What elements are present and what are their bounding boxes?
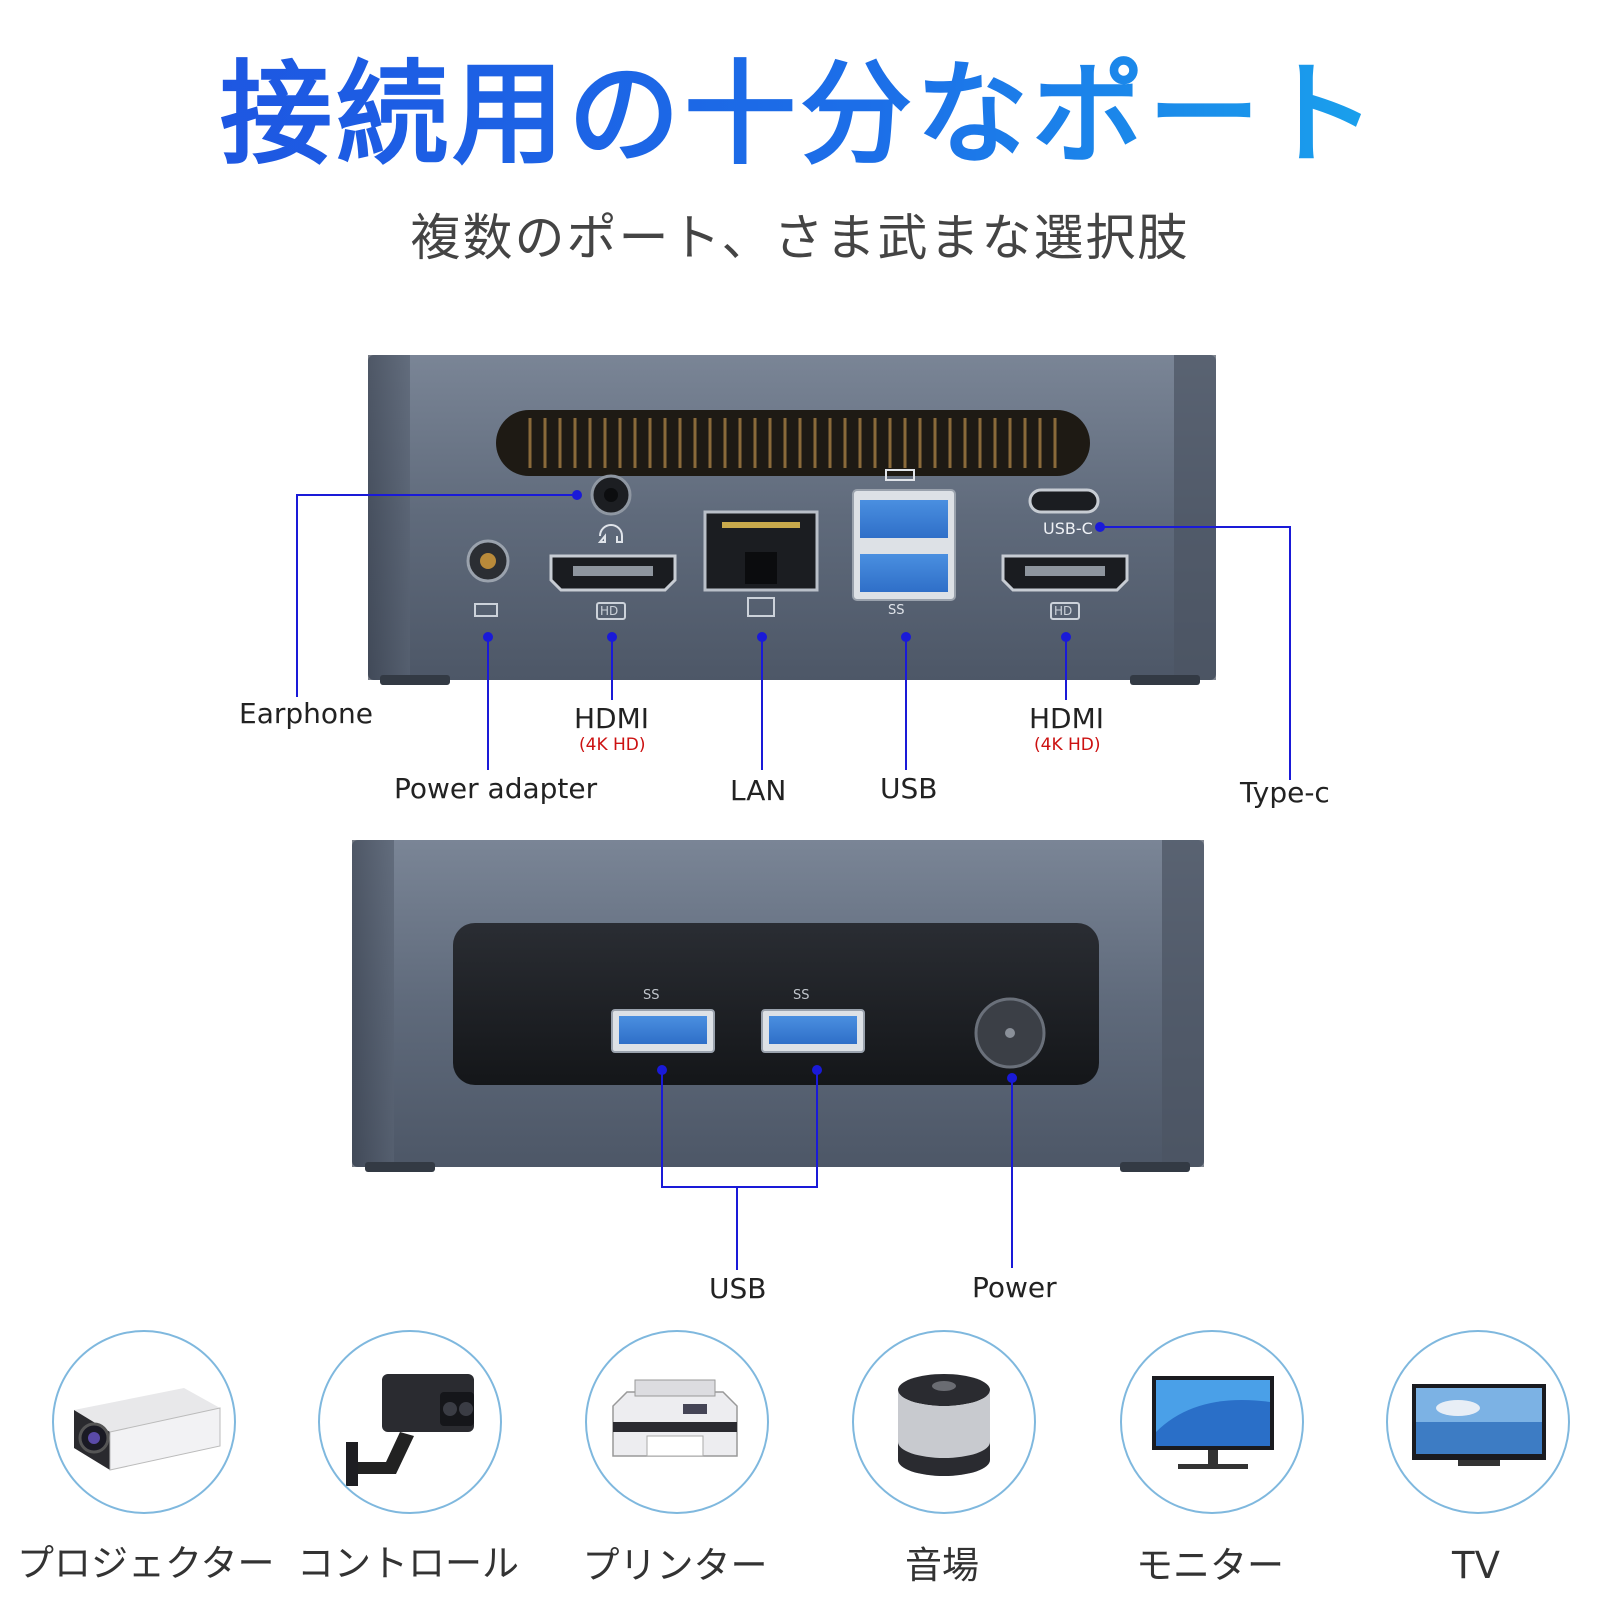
page-subtitle: 複数のポート、さま武まな選択肢 [410, 209, 1190, 267]
ss-front-right-marking: SS [793, 988, 810, 1003]
usb-c-marking: USB-C [1043, 519, 1093, 538]
label-usb-rear: USB [880, 772, 938, 805]
device-label-projector: プロジェクター [17, 1542, 275, 1585]
label-earphone: Earphone [239, 697, 373, 730]
rear-callout-lines [296, 494, 1291, 780]
printer-icon [585, 1330, 769, 1514]
device-label-sound: 音場 [905, 1544, 979, 1587]
tv-icon [1386, 1330, 1570, 1514]
device-label-printer: プリンター [582, 1544, 768, 1587]
monitor-icon [1120, 1330, 1304, 1514]
rear-unit [368, 355, 1216, 685]
hd-right-marking: HD [1054, 604, 1073, 618]
rear-callout-dots [483, 490, 1105, 642]
front-unit [352, 840, 1204, 1172]
label-type-c: Type-c [1240, 776, 1330, 809]
label-power-adapter: Power adapter [394, 772, 598, 805]
label-hdmi-left: HDMI [574, 702, 650, 735]
label-power: Power [972, 1271, 1057, 1304]
front-callout-lines [661, 1070, 1013, 1270]
device-label-monitor: モニター [1136, 1544, 1284, 1587]
label-lan: LAN [730, 774, 787, 807]
ss-usb-marking: SS [888, 603, 905, 618]
front-callout-dots [657, 1065, 1017, 1083]
device-label-tv: TV [1452, 1544, 1500, 1587]
label-hdmi-left-note: (4K HD) [579, 735, 646, 755]
label-hdmi-right-note: (4K HD) [1034, 735, 1101, 755]
label-usb-front: USB [709, 1272, 767, 1305]
ss-front-left-marking: SS [643, 988, 660, 1003]
speaker-icon [852, 1330, 1036, 1514]
security-camera-icon [318, 1330, 502, 1514]
device-label-control: コントロール [297, 1542, 519, 1585]
projector-icon [52, 1330, 236, 1514]
label-hdmi-right: HDMI [1029, 702, 1105, 735]
hd-left-marking: HD [600, 604, 619, 618]
page-title: 接続用の十分なポート [0, 50, 1600, 180]
